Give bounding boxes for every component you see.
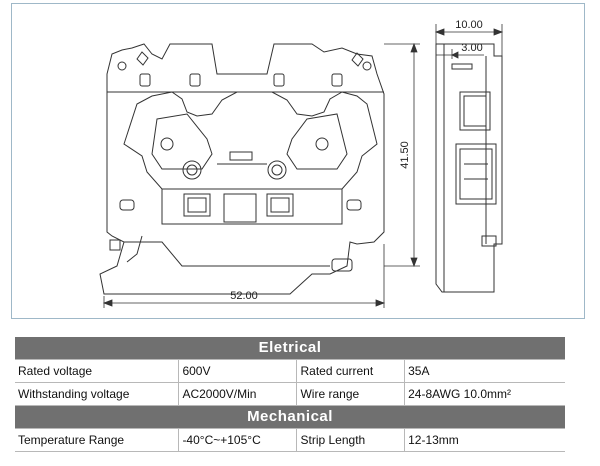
spec-value: 24-8AWG 10.0mm² bbox=[404, 382, 565, 406]
dim-length-label: 52.00 bbox=[230, 290, 258, 302]
spec-value: AC2000V/Min bbox=[178, 382, 298, 406]
dim-width-label: 10.00 bbox=[455, 19, 483, 31]
spec-label: Withstanding voltage bbox=[15, 382, 180, 406]
wire-entry-right bbox=[266, 193, 294, 217]
screw-left bbox=[182, 160, 202, 180]
spec-label: Rated voltage bbox=[15, 359, 180, 383]
section-header-mechanical: Mechanical bbox=[15, 405, 565, 429]
spec-label: Wire range bbox=[296, 382, 406, 406]
spec-label: Temperature Range bbox=[15, 428, 180, 452]
front-view-outline bbox=[99, 43, 385, 295]
spec-value: 12-13mm bbox=[404, 428, 565, 452]
dim-step-label: 3.00 bbox=[461, 42, 482, 54]
terminal-block-drawing: 52.00 41.50 bbox=[99, 19, 504, 308]
spec-value: -40°C~+105°C bbox=[178, 428, 298, 452]
technical-drawing: 52.00 41.50 bbox=[11, 3, 585, 319]
dim-height-label: 41.50 bbox=[399, 141, 411, 169]
screw-right bbox=[267, 160, 287, 180]
spec-value: 35A bbox=[404, 359, 565, 383]
wire-entry-left bbox=[183, 193, 211, 217]
section-header-electrical: Eletrical bbox=[15, 337, 565, 360]
spec-table: Eletrical Rated voltage 600V Rated curre… bbox=[15, 337, 565, 452]
side-view-outline bbox=[435, 43, 503, 293]
table-row: Withstanding voltage AC2000V/Min Wire ra… bbox=[15, 382, 565, 406]
table-row: Rated voltage 600V Rated current 35A bbox=[15, 359, 565, 383]
spec-value: 600V bbox=[178, 359, 298, 383]
spec-label: Strip Length bbox=[296, 428, 406, 452]
clamp-housing bbox=[123, 91, 378, 190]
table-row: Temperature Range -40°C~+105°C Strip Len… bbox=[15, 428, 565, 452]
spec-label: Rated current bbox=[296, 359, 406, 383]
